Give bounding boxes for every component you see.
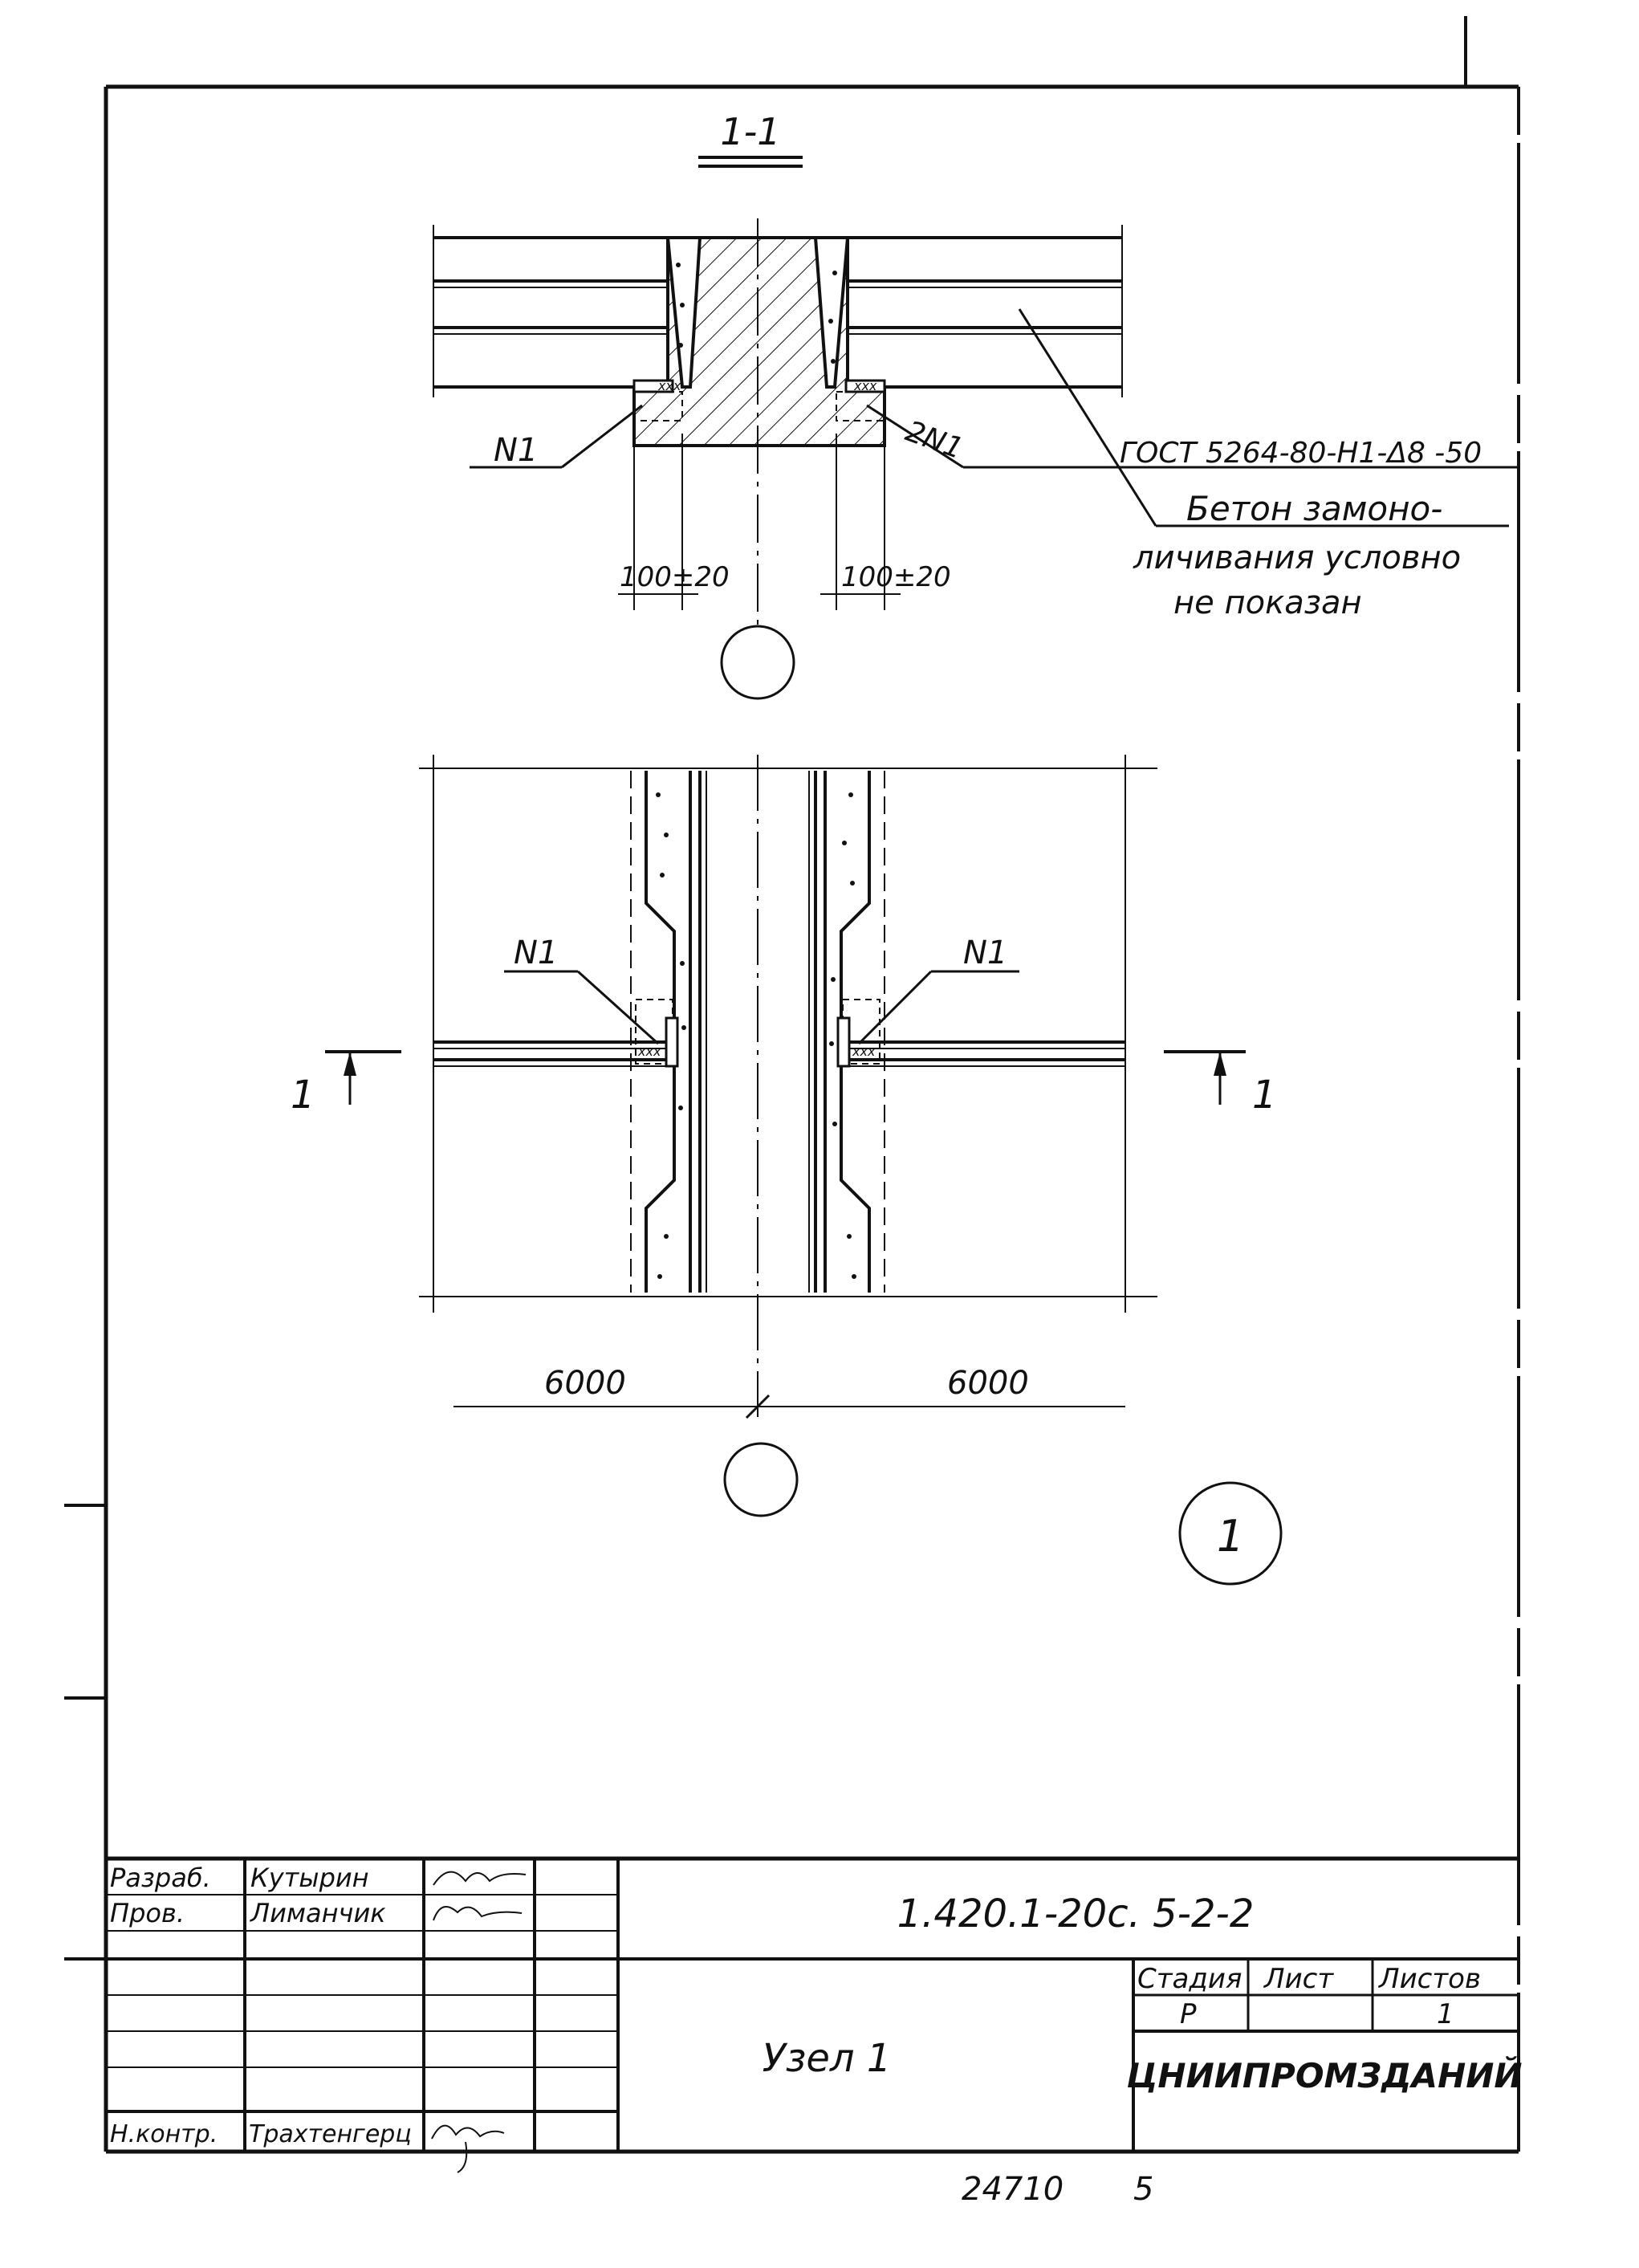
- sheets-value: 1: [1437, 1998, 1454, 2030]
- axis-bubble-top: [720, 625, 795, 700]
- doc-code: 1.420.1-20с. 5-2-2: [897, 1891, 1255, 1936]
- footer: 24710 5: [962, 2171, 1153, 2208]
- cut-label-right: 1: [1252, 1073, 1277, 1118]
- signature-3: [431, 2124, 505, 2173]
- svg-text:xxx: xxx: [853, 378, 877, 393]
- org-name: ЦНИИПРОМЗДАНИЙ: [1126, 2055, 1522, 2095]
- section-1-1: 1-1: [433, 110, 1519, 700]
- gost-note: ГОСТ 5264-80-Н1-Δ8 -50: [1120, 437, 1482, 470]
- cut-label-left: 1: [291, 1073, 315, 1118]
- beam-right: xxx: [849, 1040, 1125, 1067]
- column-section: xxx xxx: [632, 236, 886, 447]
- concrete-note-line3: не показан: [1173, 584, 1362, 621]
- signature-2: [433, 1905, 523, 1921]
- stamp-row2-role: Пров.: [110, 1898, 185, 1928]
- stamp-ncontrol-name: Трахтенгерц: [249, 2120, 412, 2148]
- slab-left: [433, 225, 668, 397]
- node-marker: 1: [1178, 1481, 1283, 1586]
- svg-text:xxx: xxx: [657, 378, 681, 393]
- dim-left: 100±20: [620, 561, 730, 593]
- stamp-row1-role: Разраб.: [110, 1863, 211, 1893]
- sheet-frame: [64, 16, 1520, 2152]
- stamp-row2-name: Лиманчик: [250, 1898, 386, 1928]
- stage-value: Р: [1180, 1998, 1197, 2030]
- page-number: 5: [1133, 2171, 1153, 2208]
- sheets-label: Листов: [1377, 1963, 1481, 1995]
- node-number: 1: [1217, 1511, 1244, 1562]
- cut-marker-left: 1: [291, 1050, 401, 1118]
- stamp-ncontrol-role: Н.контр.: [110, 2120, 218, 2148]
- slab-right: [848, 225, 1123, 397]
- plan-dim-right: 6000: [947, 1365, 1029, 1402]
- plan-mark-left: N1: [514, 934, 558, 971]
- svg-text:xxx: xxx: [637, 1044, 661, 1059]
- sheet-title: Узел 1: [763, 2036, 892, 2081]
- plan-dim-left: 6000: [544, 1365, 626, 1402]
- inventory-number: 24710: [962, 2171, 1064, 2208]
- section-mark-right: 2N1: [901, 415, 967, 466]
- title-block: Разраб. Кутырин Пров. Лиманчик Н.контр. …: [106, 1856, 1523, 2173]
- plan-mark-right: N1: [963, 934, 1007, 971]
- axis-bubble-bottom: [723, 1442, 799, 1517]
- stamp-row1-name: Кутырин: [250, 1863, 369, 1893]
- section-mark-left: N1: [494, 432, 538, 469]
- sheet-label: Лист: [1263, 1963, 1334, 1995]
- plan-view: xxx xxx N1 N1 1 1: [291, 755, 1277, 1517]
- column-wall-right: [808, 771, 885, 1293]
- svg-text:xxx: xxx: [852, 1044, 876, 1059]
- dim-right: 100±20: [841, 561, 951, 593]
- concrete-note-line1: Бетон замоно-: [1186, 489, 1442, 528]
- column-wall-left: [630, 771, 707, 1293]
- section-title: 1-1: [720, 110, 780, 153]
- cut-marker-right: 1: [1164, 1050, 1277, 1118]
- beam-left: xxx: [433, 1040, 666, 1067]
- concrete-note-line2: личивания условно: [1133, 540, 1461, 576]
- stage-label: Стадия: [1137, 1963, 1242, 1995]
- signature-1: [433, 1871, 527, 1886]
